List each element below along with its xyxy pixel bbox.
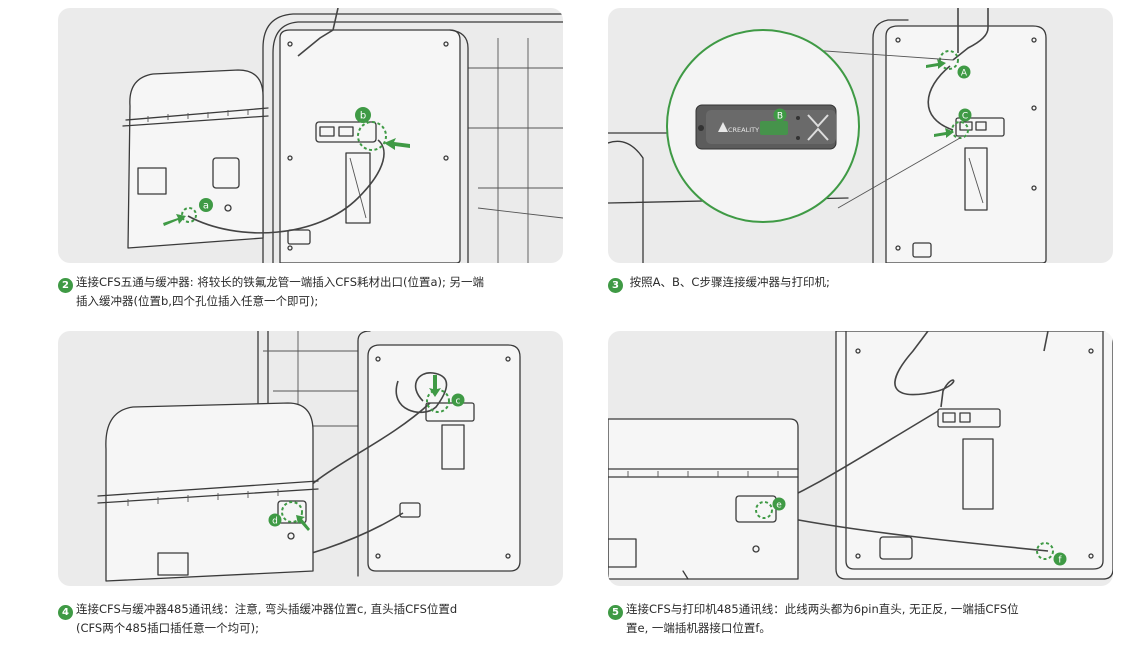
arrow-b xyxy=(384,138,410,150)
marker-d-circle xyxy=(281,501,303,523)
marker-A: A xyxy=(961,69,968,79)
step3-number: 3 xyxy=(608,278,623,293)
step5-text-line2: 置e, 一端插机器接口位置f。 xyxy=(626,621,771,635)
marker-B: B xyxy=(777,112,783,122)
step2-number: 2 xyxy=(58,278,73,293)
step4-text-line2: (CFS两个485插口插任意一个均可); xyxy=(76,621,260,635)
step2-drawing: a b xyxy=(122,8,563,263)
step3-text-line1: 按照A、B、C步骤连接缓冲器与打印机; xyxy=(629,275,830,289)
step2-text-line1: 连接CFS五通与缓冲器: 将较长的铁氟龙管一端插入CFS耗材出口(位置a); 另… xyxy=(76,275,485,289)
marker-b: b xyxy=(360,111,366,122)
marker-a: a xyxy=(203,201,209,212)
step4-number: 4 xyxy=(58,605,73,620)
step5-drawing: e f xyxy=(608,331,1113,580)
step5-text-line1: 连接CFS与打印机485通讯线：此线两头都为6pin直头, 无正反, 一端插CF… xyxy=(626,602,1019,616)
marker-e: e xyxy=(776,501,782,511)
step4-text-line1: 连接CFS与缓冲器485通讯线：注意, 弯头插缓冲器位置c, 直头插CFS位置d xyxy=(76,602,458,616)
step4-illustration: c d xyxy=(58,331,563,586)
marker-A-circle xyxy=(939,50,959,70)
marker-b-circle xyxy=(357,121,387,151)
step5-number: 5 xyxy=(608,605,623,620)
arrow-a xyxy=(163,214,186,226)
marker-a-circle xyxy=(181,207,197,223)
step3-drawing: A C CREALITY B xyxy=(608,8,1047,263)
creality-logo: CREALITY xyxy=(728,126,759,134)
marker-e-circle xyxy=(755,501,773,519)
step4-drawing: c d xyxy=(97,331,521,582)
step3-caption: 3 按照A、B、C步骤连接缓冲器与打印机; xyxy=(608,274,1118,293)
marker-C: C xyxy=(962,112,968,122)
marker-f-circle xyxy=(1036,542,1054,560)
step2-illustration: a b xyxy=(58,8,563,263)
step2-text-line2: 插入缓冲器(位置b,四个孔位插入任意一个即可); xyxy=(76,294,319,308)
step5-illustration: e f xyxy=(608,331,1113,586)
step3-illustration: A C CREALITY B xyxy=(608,8,1113,263)
marker-f: f xyxy=(1058,556,1062,566)
marker-d: d xyxy=(272,517,278,527)
marker-c: c xyxy=(456,397,461,407)
